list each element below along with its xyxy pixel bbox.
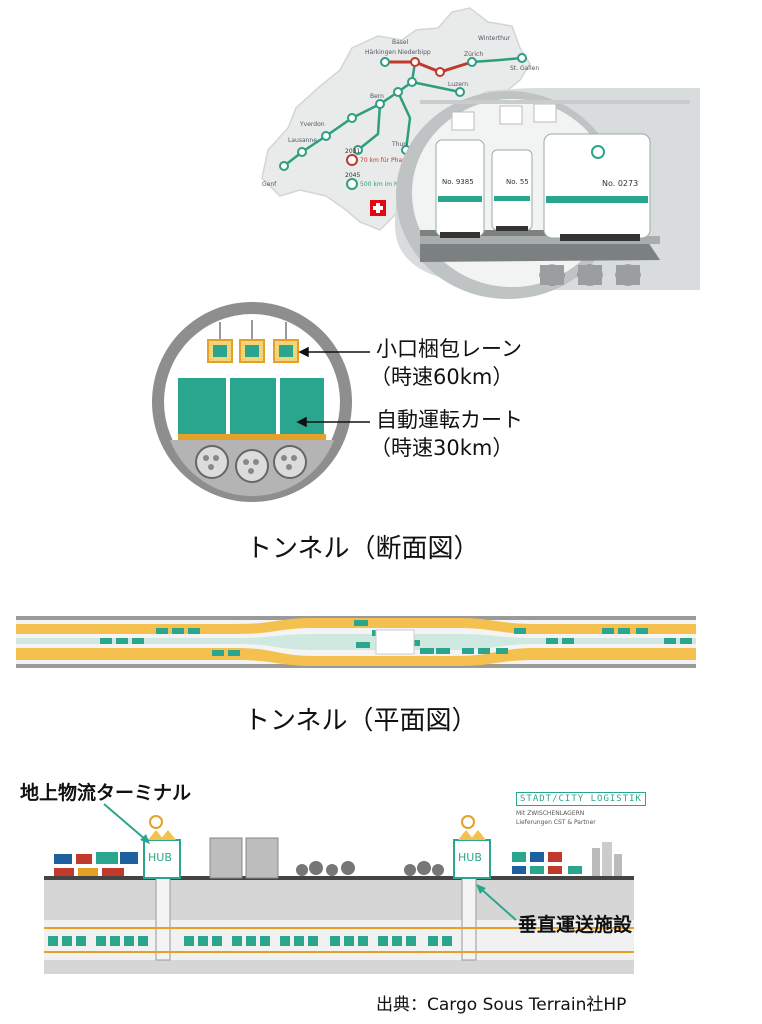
city-label: Luzern [448,81,468,88]
warehouse [245,837,279,879]
cross-section-caption: トンネル（断面図） [246,534,480,564]
underground-carts [48,936,452,946]
warehouse [209,837,243,879]
cart-id: No. 0273 [602,179,638,188]
cart-id: No. 9385 [442,178,474,186]
city-logistik-sub2: Lieferungen CST & Partner [516,819,596,826]
city-label: Winterthur [478,35,511,42]
swiss-flag-icon [370,200,386,216]
small-package-lane [207,339,299,363]
timeline-year: 2031 [345,148,360,155]
timeline-year: 2045 [345,172,360,179]
tunnel-cross-section-diagram [152,302,370,502]
city-label: Zürich [464,51,483,58]
tunnel-plan-view-diagram [16,616,696,668]
timeline-note: 500 km im Netz [360,181,408,188]
cart-2: No. 55 [491,149,533,231]
city-logistik-sub: Mit ZWISCHENLAGERN [516,810,585,817]
city-label: Thun [391,141,407,148]
city-label: Basel [392,39,409,46]
network-map-illustration: Basel Winterthur Härkingen Niederbipp Zü… [261,7,700,299]
plan-view-caption: トンネル（平面図） [244,706,478,736]
vertical-pointer-arrow [476,884,517,921]
cart-id: No. 55 [506,178,529,186]
city-logistik-title: STADT/CITY LOGISTIK [516,792,646,806]
network-nodes [279,53,527,171]
city-label: Genf [262,181,277,188]
vertical-facility-label: 垂直運送施設 [518,914,633,936]
timeline-legend: 2031 70 km für Phase 2045 500 km im Netz [345,148,409,190]
first-stage-line [385,60,473,74]
trees [296,861,444,876]
lane-yellow-bottom [16,648,696,666]
hub-building-left: HUB [143,830,181,879]
cart-label: 自動運転カート [376,408,523,432]
plan-junction-white [375,629,415,655]
city-label: Bern [370,93,384,100]
terminal-pointer-arrow [103,803,150,844]
source-citation: 出典：Cargo Sous Terrain社HP [376,995,627,1015]
hub-label: HUB [458,851,482,864]
city-label: Härkingen Niederbipp [365,49,431,56]
cart-speed: （時速30km） [370,436,514,460]
timeline-note: 70 km für Phase [360,157,409,164]
logistics-underground-diagram: HUB HUB [44,815,634,974]
small-lane-speed: （時速60km） [370,365,514,389]
surface-terminal-label: 地上物流ターミナル [20,782,192,804]
hub-building-right: HUB [453,830,491,879]
cable-ducts [195,445,307,483]
city-label: St. Gallen [510,65,539,72]
small-lane-label: 小口梱包レーン [376,337,522,361]
sun-icon [461,815,475,829]
hub-label: HUB [148,851,172,864]
trucks-left [54,852,138,876]
pointer-arrows [296,346,370,428]
city-label: Yverdon [299,121,325,128]
automated-carts [178,378,326,440]
cart-1: No. 9385 [435,139,485,238]
trucks-right [512,842,622,876]
cart-3: No. 0273 [543,133,651,241]
city-label: Lausanne [288,137,317,144]
sun-icon [149,815,163,829]
plan-carts [100,620,692,656]
